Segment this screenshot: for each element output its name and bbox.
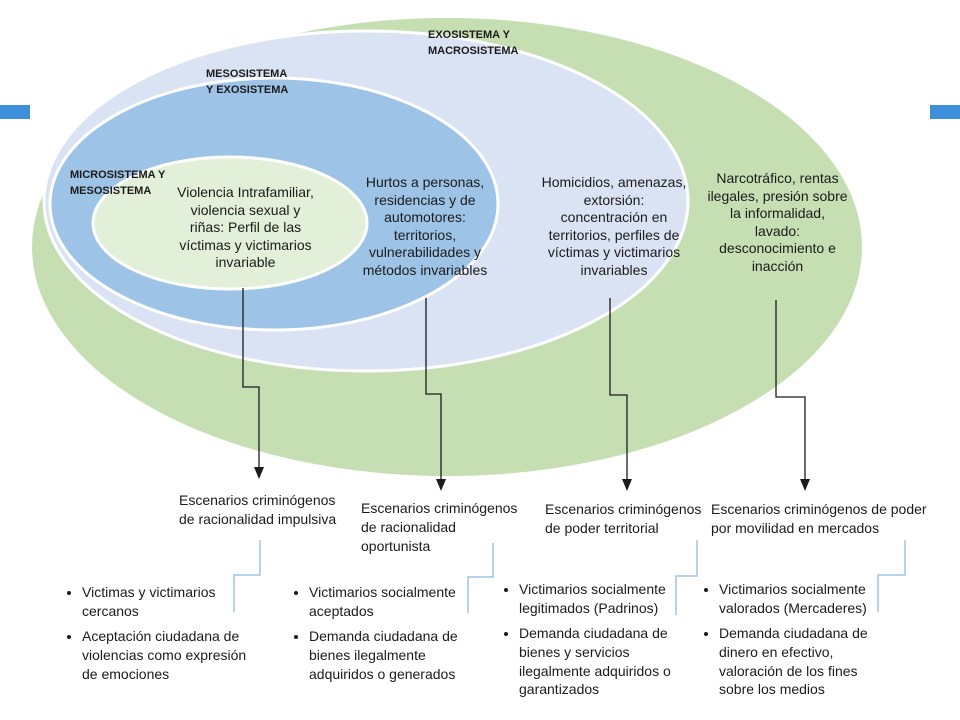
bracket-4 [877, 540, 906, 612]
bullet-list-impulsive: Victimas y victimarios cercanos Aceptaci… [60, 583, 282, 689]
system-label-meso-exo: MESOSISTEMA Y EXOSISTEMA [206, 68, 289, 96]
arrow-2 [425, 298, 442, 482]
list-item: Victimas y victimarios cercanos [82, 583, 282, 621]
bracket-3 [675, 540, 698, 615]
bracket-2 [467, 543, 494, 613]
list-item: Demanda ciudadana de bienes y servicios … [519, 624, 719, 700]
list-item: Victimarios socialmente aceptados [309, 583, 509, 621]
crime-label-exo: Homicidios, amenazas, extorsión: concent… [541, 174, 687, 278]
crime-label-meso: Hurtos a personas, residencias y de auto… [362, 174, 488, 278]
bullet-list-markets: Victimarios socialmente valorados (Merca… [697, 580, 919, 705]
connector-arrows [242, 288, 806, 482]
list-item: Demanda ciudadana de dinero en efectivo,… [719, 624, 919, 700]
list-item: Victimarios socialmente legitimados (Pad… [519, 580, 719, 618]
crime-label-macro: Narcotráfico, rentas ilegales, presión s… [707, 170, 848, 274]
slide-header-bar-right [930, 105, 960, 119]
scenario-markets: Escenarios criminógenos de poder por mov… [711, 501, 927, 536]
arrow-head-4 [800, 479, 810, 491]
core-ellipse-micro [91, 155, 369, 291]
arrow-head-2 [436, 479, 446, 491]
arrow-1 [242, 288, 260, 470]
bullet-list-opportunist: Victimarios socialmente aceptados Demand… [287, 583, 509, 689]
arrow-4 [775, 300, 806, 482]
bracket-1 [233, 540, 261, 612]
bullet-list-territorial: Victimarios socialmente legitimados (Pad… [497, 580, 719, 705]
arrow-head-1 [254, 467, 264, 479]
scenario-impulsive: Escenarios criminógenos de racionalidad … [179, 492, 337, 527]
arrow-3 [609, 298, 628, 482]
scenario-brackets [233, 540, 906, 615]
list-item: Aceptación ciudadana de violencias como … [82, 627, 282, 684]
arrow-heads [254, 467, 810, 491]
scenario-territorial: Escenarios criminógenos de poder territo… [545, 501, 702, 536]
system-label-micro-meso: MICROSISTEMA Y MESOSISTEMA [70, 169, 166, 197]
arrow-head-3 [622, 479, 632, 491]
slide-header-bar-left [0, 105, 30, 119]
crime-label-micro: Violencia Intrafamiliar, violencia sexua… [177, 184, 314, 270]
system-label-exo-macro: EXOSISTEMA Y MACROSISTEMA [428, 29, 519, 57]
list-item: Demanda ciudadana de bienes ilegalmente … [309, 627, 509, 684]
list-item: Victimarios socialmente valorados (Merca… [719, 580, 919, 618]
scenario-opportunist: Escenarios criminógenos de racionalidad … [361, 500, 518, 554]
